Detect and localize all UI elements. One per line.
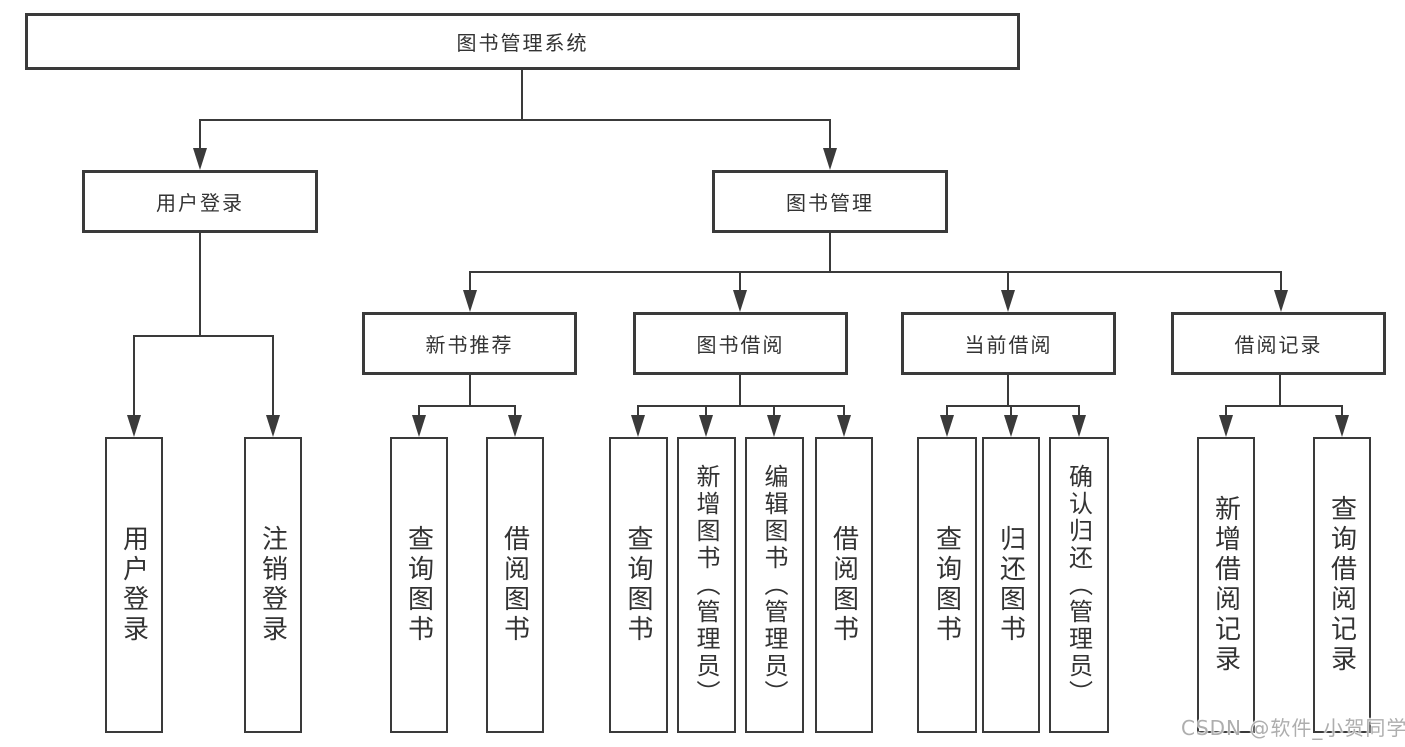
connector-line bbox=[199, 119, 831, 121]
leaf-query-books-current: 查询图书 bbox=[917, 437, 977, 733]
leaf-add-borrow-record: 新增借阅记录 bbox=[1197, 437, 1255, 733]
connector-line bbox=[739, 271, 741, 292]
leaf-query-borrow-record: 查询借阅记录 bbox=[1313, 437, 1371, 733]
leaf-borrow-books-recommend: 借阅图书 bbox=[486, 437, 544, 733]
arrow-down-icon bbox=[767, 415, 781, 437]
leaf-add-books-admin: 新增图书（管理员） bbox=[677, 437, 736, 733]
connector-line bbox=[199, 119, 201, 152]
connector-line bbox=[829, 233, 831, 273]
arrow-down-icon bbox=[733, 290, 747, 312]
arrow-down-icon bbox=[193, 148, 207, 170]
leaf-user-login: 用户登录 bbox=[105, 437, 163, 733]
leaf-edit-books-admin: 编辑图书（管理员） bbox=[745, 437, 804, 733]
node-book-management: 图书管理 bbox=[712, 170, 948, 233]
connector-line bbox=[1225, 405, 1343, 407]
connector-line bbox=[1341, 405, 1343, 417]
leaf-confirm-return-admin: 确认归还（管理员） bbox=[1049, 437, 1109, 733]
connector-line bbox=[199, 233, 201, 337]
arrow-down-icon bbox=[463, 290, 477, 312]
arrow-down-icon bbox=[508, 415, 522, 437]
connector-line bbox=[739, 375, 741, 407]
arrow-down-icon bbox=[1004, 415, 1018, 437]
connector-line bbox=[829, 119, 831, 152]
arrow-down-icon bbox=[1072, 415, 1086, 437]
arrow-down-icon bbox=[1219, 415, 1233, 437]
node-new-book-recommend: 新书推荐 bbox=[362, 312, 577, 375]
connector-line bbox=[521, 70, 523, 121]
connector-line bbox=[946, 405, 948, 417]
arrow-down-icon bbox=[412, 415, 426, 437]
arrow-down-icon bbox=[266, 415, 280, 437]
connector-line bbox=[514, 405, 516, 417]
node-user-login: 用户登录 bbox=[82, 170, 318, 233]
connector-line bbox=[469, 271, 1282, 273]
arrow-down-icon bbox=[837, 415, 851, 437]
arrow-down-icon bbox=[127, 415, 141, 437]
connector-line bbox=[773, 405, 775, 417]
node-current-borrowing: 当前借阅 bbox=[901, 312, 1116, 375]
connector-line bbox=[133, 335, 135, 417]
connector-line bbox=[272, 335, 274, 417]
connector-line bbox=[705, 405, 707, 417]
watermark: CSDN @软件_小贺同学 bbox=[1181, 716, 1405, 740]
arrow-down-icon bbox=[699, 415, 713, 437]
connector-line bbox=[1280, 271, 1282, 292]
leaf-borrow-books: 借阅图书 bbox=[815, 437, 873, 733]
connector-line bbox=[637, 405, 845, 407]
node-book-borrowing: 图书借阅 bbox=[633, 312, 848, 375]
arrow-down-icon bbox=[1001, 290, 1015, 312]
arrow-down-icon bbox=[631, 415, 645, 437]
arrow-down-icon bbox=[1335, 415, 1349, 437]
connector-line bbox=[469, 375, 471, 407]
connector-line bbox=[946, 405, 1080, 407]
leaf-return-books: 归还图书 bbox=[982, 437, 1040, 733]
connector-line bbox=[133, 335, 274, 337]
leaf-logout: 注销登录 bbox=[244, 437, 302, 733]
connector-line bbox=[1007, 375, 1009, 407]
node-root: 图书管理系统 bbox=[25, 13, 1020, 70]
connector-line bbox=[637, 405, 639, 417]
node-borrowing-records: 借阅记录 bbox=[1171, 312, 1386, 375]
connector-line bbox=[1279, 375, 1281, 407]
arrow-down-icon bbox=[823, 148, 837, 170]
connector-line bbox=[1225, 405, 1227, 417]
connector-line bbox=[469, 271, 471, 292]
arrow-down-icon bbox=[1274, 290, 1288, 312]
leaf-query-books-recommend: 查询图书 bbox=[390, 437, 448, 733]
connector-line bbox=[1078, 405, 1080, 417]
arrow-down-icon bbox=[940, 415, 954, 437]
leaf-query-books-borrowing: 查询图书 bbox=[609, 437, 668, 733]
connector-line bbox=[1007, 271, 1009, 292]
connector-line bbox=[843, 405, 845, 417]
connector-line bbox=[418, 405, 420, 417]
connector-line bbox=[418, 405, 516, 407]
connector-line bbox=[1010, 405, 1012, 417]
